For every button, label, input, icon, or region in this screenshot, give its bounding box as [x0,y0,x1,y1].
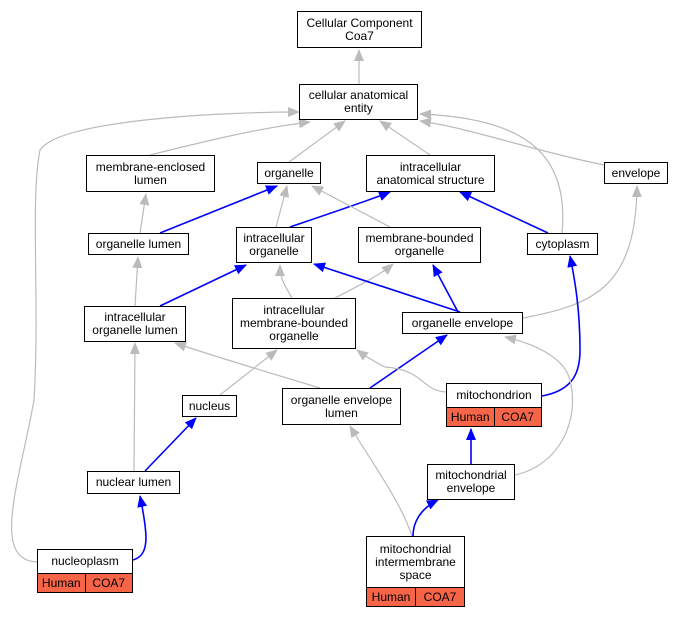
annotation-tags: Human COA7 [38,573,132,592]
edge-oel-to-iol [174,341,321,389]
edge-iorg-to-ias [289,191,391,228]
node-organelle-lumen[interactable]: organelle lumen [88,233,189,255]
node-label: nucleus [188,398,231,413]
edge-oenv-to-iorg [313,262,461,313]
edge-cyto-to-cae [419,109,564,234]
edge-orl-to-mel [139,193,150,234]
tag-gene: COA7 [84,574,132,592]
edge-mis-to-menv [412,499,439,537]
edge-env-to-cae [419,117,605,166]
node-label: mitochondrion [456,388,532,402]
annotation-tags: Human COA7 [447,407,541,426]
edge-imbo-to-mbo [334,263,394,299]
edge-np-to-nl [132,495,148,561]
edges-layer [11,49,642,563]
node-mitochondrion[interactable]: mitochondrion Human COA7 [446,383,542,427]
edge-mel-to-cae [149,118,311,156]
edge-iol-to-iorg [159,264,247,307]
edge-mis-to-oel [349,425,413,537]
edge-menv-to-oenv [504,334,574,476]
edge-mito-to-cyto [541,255,581,397]
node-label: cytoplasm [535,236,590,251]
node-organelle-envelope[interactable]: organelle envelope [402,312,523,334]
edge-imbo-to-iorg [275,264,293,299]
edge-cyto-to-ias [459,191,549,234]
edge-org-to-cae [288,120,346,163]
edge-iol-to-orl [132,256,143,307]
tag-species: Human [367,588,415,606]
node-label: organelle envelope [411,315,514,330]
edge-orl-to-org [159,185,278,234]
tag-gene: COA7 [493,408,541,426]
node-label: nucleoplasm [51,554,119,568]
edge-nl-to-iol [129,342,140,472]
edge-oenv-to-mbo [432,264,459,313]
tag-species: Human [447,408,494,426]
edge-nuc-to-imbo [219,349,278,396]
edge-iorg-to-org [275,185,289,228]
tag-species: Human [38,574,85,592]
annotation-tags: Human COA7 [367,587,464,606]
node-cytoplasm[interactable]: cytoplasm [527,233,598,255]
node-envelope[interactable]: envelope [604,162,668,184]
edge-oel-to-oenv [369,334,448,389]
node-nucleoplasm[interactable]: nucleoplasm Human COA7 [37,549,133,593]
edge-nl-to-nuc [144,417,197,472]
edge-np-to-cae [11,107,300,563]
node-label: organelle [264,165,314,180]
tag-gene: COA7 [415,588,464,606]
edge-ias-to-cae [379,120,431,156]
node-label: nuclear lumen [95,475,172,489]
node-nuclear-lumen[interactable]: nuclear lumen [87,471,180,494]
edge-oenv-to-env [522,185,642,319]
node-nucleus[interactable]: nucleus [182,395,237,417]
node-organelle[interactable]: organelle [257,162,321,184]
edge-mbo-to-org [311,185,391,228]
edge-mito-to-imbo [356,349,447,393]
node-label: envelope [611,165,661,180]
node-label: organelle lumen [95,236,182,251]
